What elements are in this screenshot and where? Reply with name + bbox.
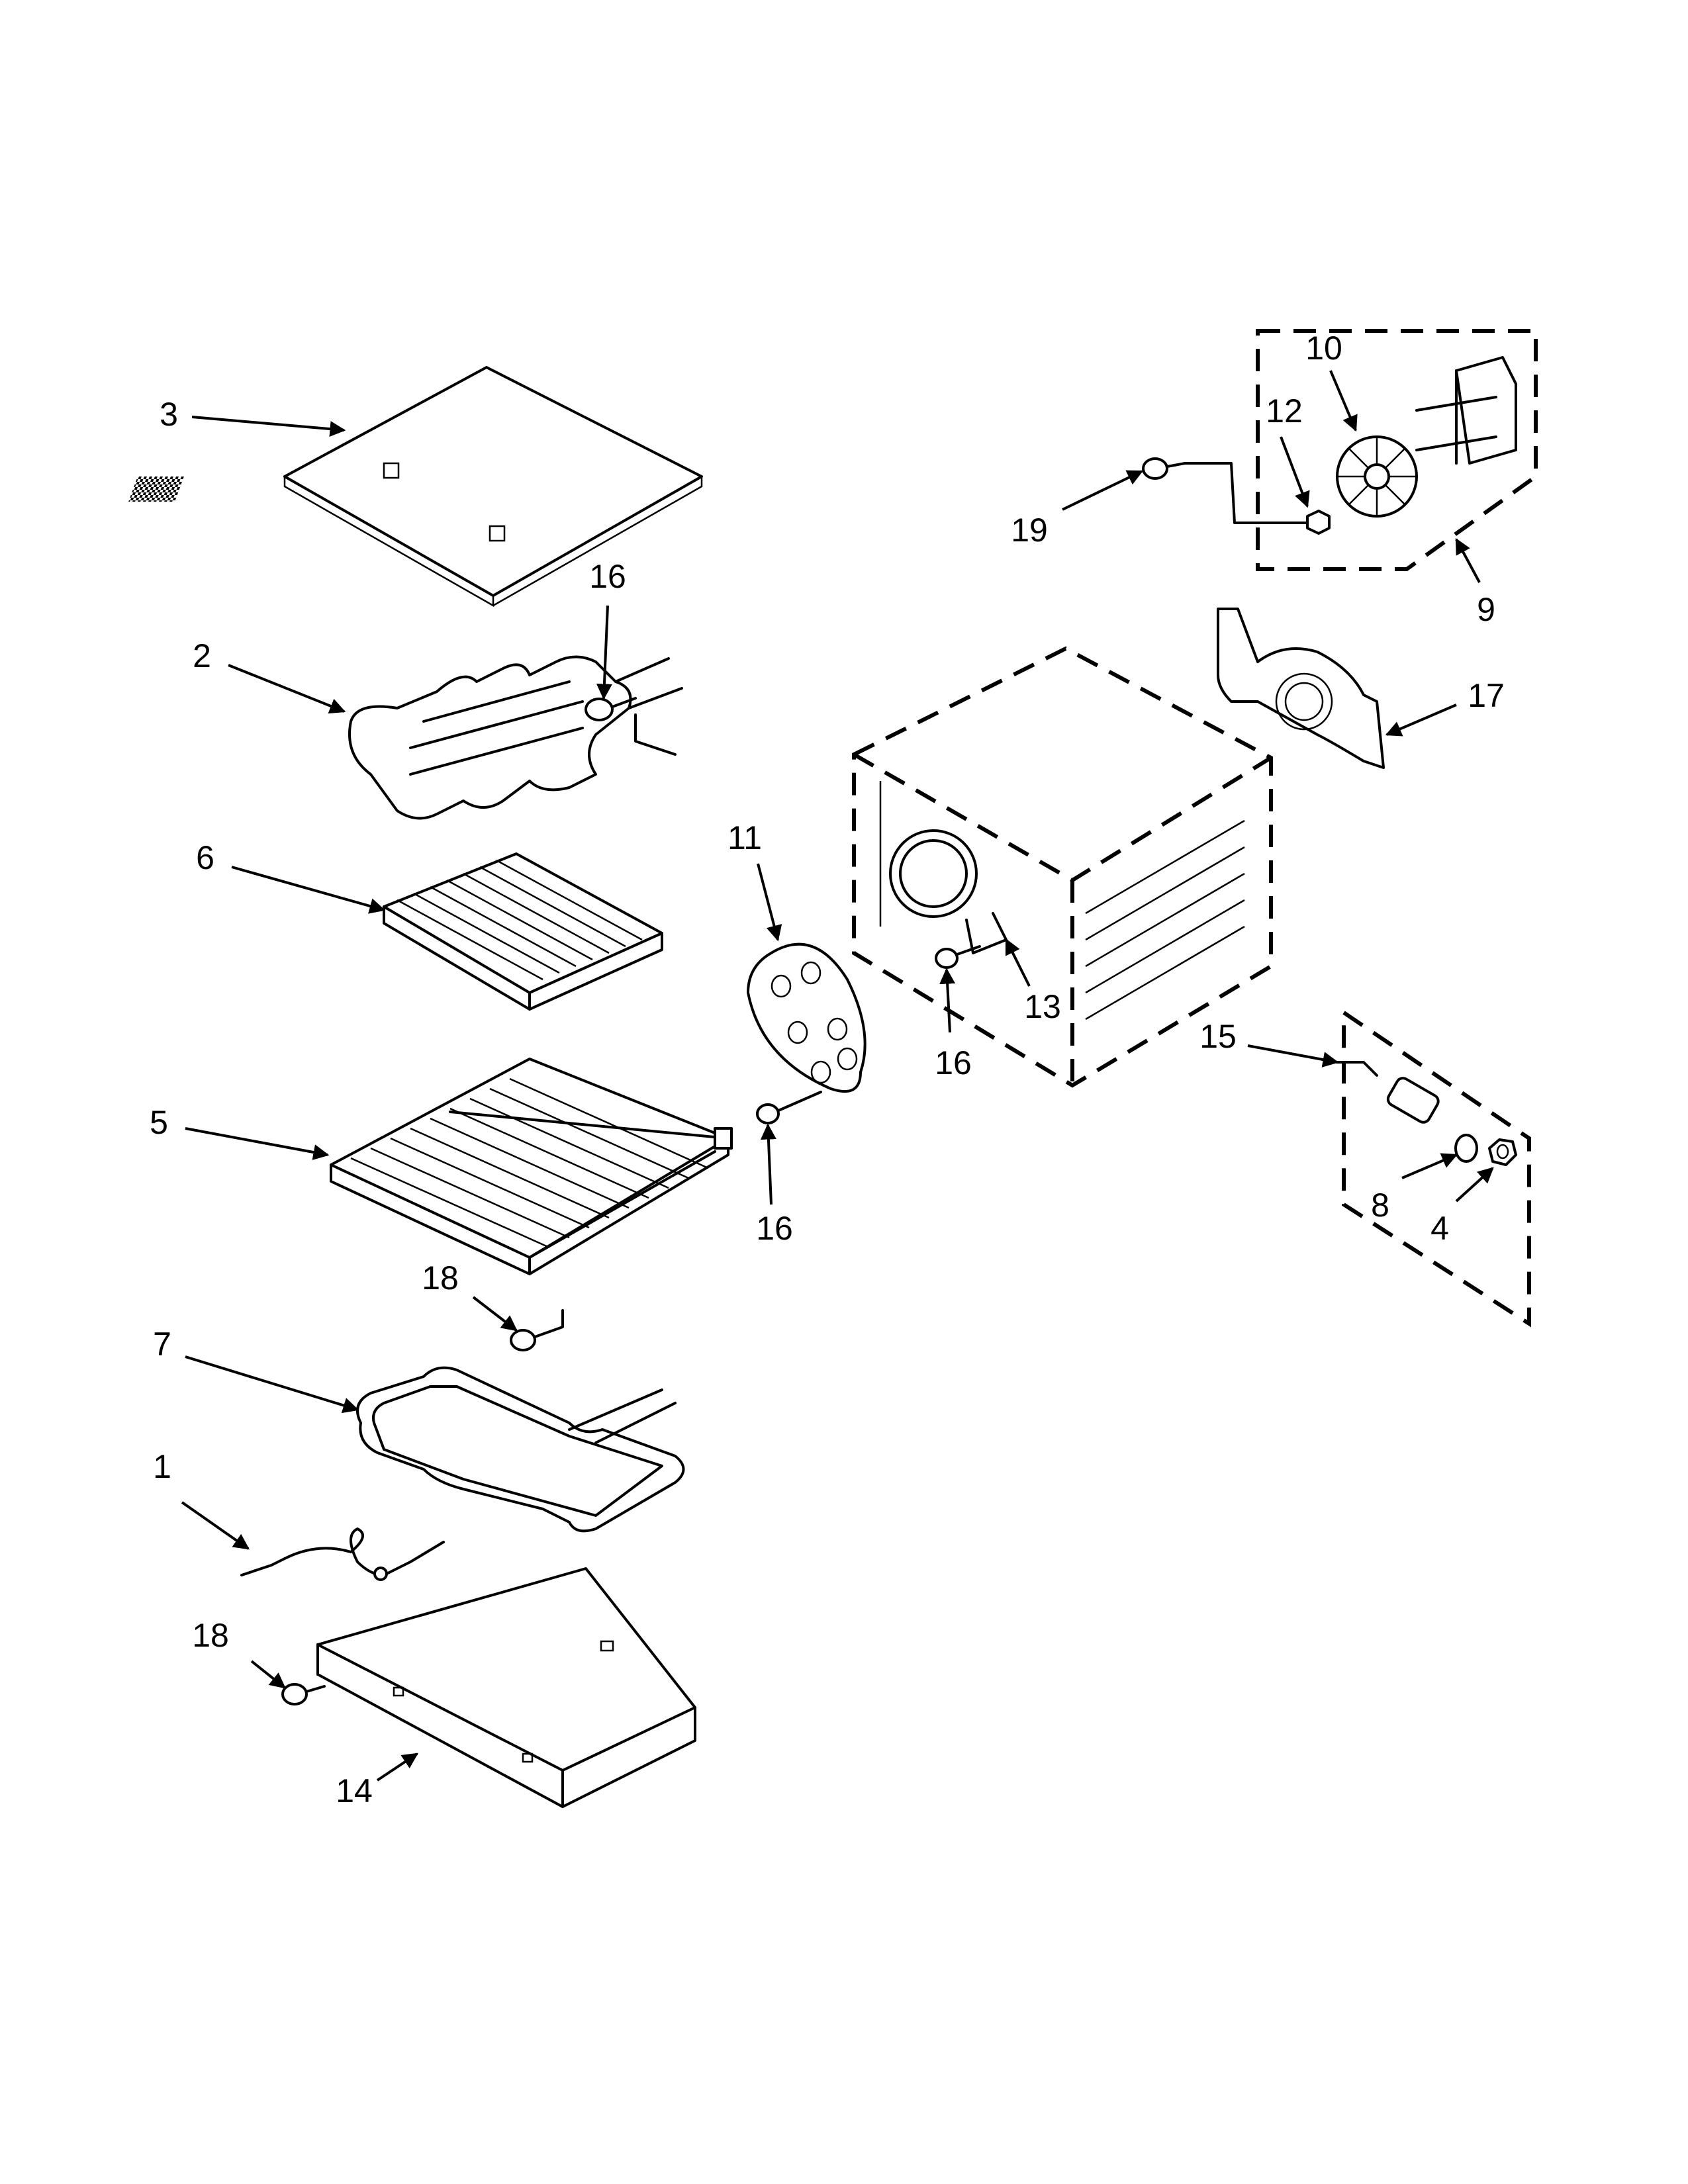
oven-rack-part: [383, 852, 663, 1011]
callout-5: 5: [150, 1104, 168, 1141]
callout-1: 1: [153, 1448, 171, 1485]
meat-probe-part: [240, 1527, 445, 1581]
screw-19: [1142, 457, 1309, 524]
callout-labels: 3 2 6 5 7 1 18 18 14 16 11 16 16 13 10 1…: [150, 330, 1505, 1809]
convection-fan-assembly: [1256, 329, 1538, 571]
callout-9: 9: [1477, 591, 1495, 628]
screw-16-middle: [756, 1091, 822, 1124]
callout-15: 15: [1199, 1018, 1237, 1055]
tray-part: [316, 1567, 696, 1808]
callout-12: 12: [1266, 392, 1303, 430]
fan-cover-part: [1217, 608, 1385, 769]
callout-13: 13: [1024, 988, 1061, 1025]
callout-14: 14: [336, 1772, 373, 1809]
callout-19: 19: [1011, 512, 1048, 549]
broil-element-part: [348, 655, 683, 820]
temp-sensor-assembly: [1336, 1009, 1531, 1328]
sensor-part: [1336, 1061, 1440, 1124]
oven-cavity-part: [852, 646, 1273, 1088]
leader-lines: [181, 370, 1494, 1782]
callout-4: 4: [1430, 1210, 1449, 1247]
callout-7: 7: [153, 1326, 171, 1363]
callout-18-lower: 18: [192, 1617, 229, 1654]
callout-18-upper: 18: [422, 1259, 459, 1297]
callout-3: 3: [160, 396, 178, 433]
callout-11: 11: [727, 819, 762, 856]
nut-12-part: [1306, 510, 1331, 535]
screw-16-upper: [585, 697, 637, 721]
gliding-rack-part: [330, 1058, 733, 1275]
callout-16-middle: 16: [756, 1210, 793, 1247]
gasket-plate-part: [747, 942, 867, 1093]
top-panel-part: [128, 366, 703, 608]
washer-8-part: [1454, 1134, 1478, 1163]
callout-6: 6: [196, 839, 214, 876]
callout-16-upper: 16: [589, 558, 626, 595]
callout-10: 10: [1305, 330, 1342, 367]
callout-2: 2: [193, 637, 211, 674]
callout-17: 17: [1468, 677, 1505, 714]
callout-16-cavity: 16: [935, 1044, 972, 1081]
screw-16-cavity: [935, 945, 981, 969]
screw-18-lower: [281, 1683, 326, 1706]
fan-motor-part: [1415, 356, 1517, 465]
nut-4-part: [1488, 1138, 1517, 1166]
callout-8: 8: [1371, 1187, 1389, 1224]
fan-blade-part: [1336, 435, 1418, 518]
screw-18-upper: [510, 1309, 564, 1351]
bake-element-part: [356, 1366, 685, 1533]
